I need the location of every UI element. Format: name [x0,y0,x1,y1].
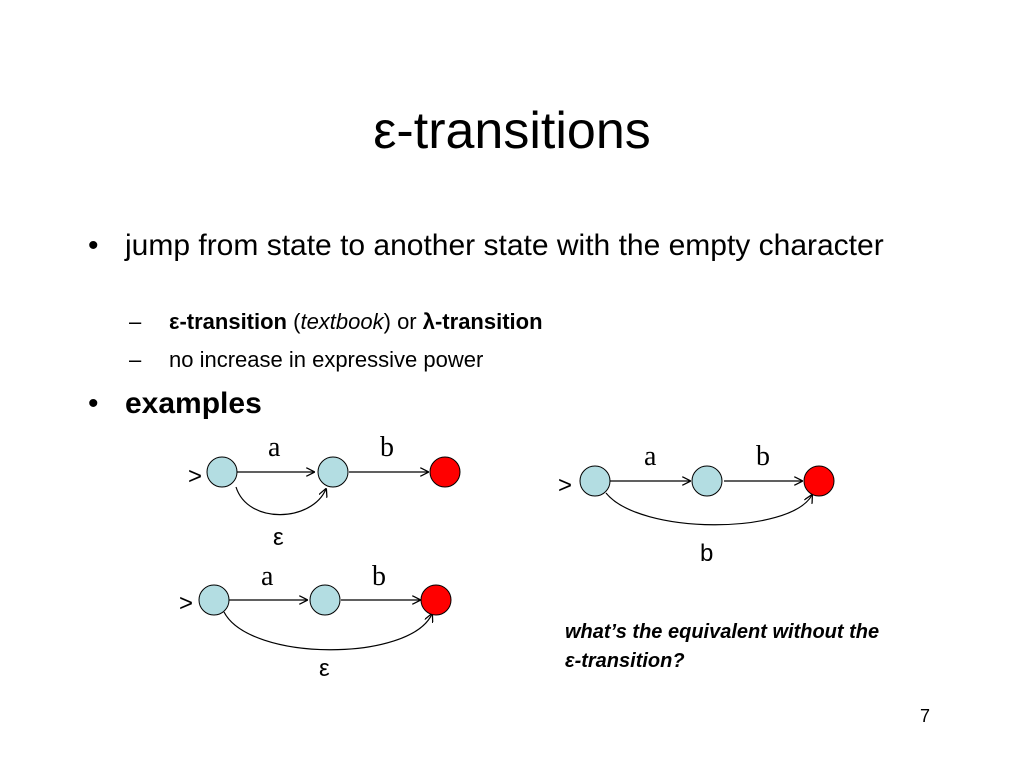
sub-bullet-text: ε-transition (textbook) or λ-transition [169,308,543,336]
transition-label-epsilon: ε [319,655,330,682]
sub-bullet-mark: – [129,347,142,372]
state-start [579,465,611,497]
automaton-2: > a b ε [179,561,452,682]
state-start [206,456,238,488]
transition-label-a: a [261,561,274,592]
bullet-mark: • [88,229,99,262]
state-final [429,456,461,488]
term-lambda-transition: λ-transition [422,309,543,334]
sub-bullet-text: no increase in expressive power [169,347,484,372]
transition-label-b: b [372,561,386,592]
bullet-text: examples [125,387,262,420]
slide-number: 7 [920,706,931,726]
transition-label-a: a [268,432,281,463]
state-final [803,465,835,497]
state-start [198,584,230,616]
question-text: what’s the equivalent without the ε-tran… [565,621,880,672]
state-middle [317,456,349,488]
automaton-1: > a b ε [188,432,461,551]
transition-label-epsilon: ε [273,524,284,551]
state-middle [309,584,341,616]
start-marker: > [188,463,202,490]
text-paren-open: ( [287,309,301,334]
b-transition-arc [605,492,812,526]
transition-label-b-arc: b [700,540,713,567]
state-middle [691,465,723,497]
bullet-mark: • [88,387,99,420]
sub-bullet-mark: – [129,309,142,334]
slide-title: ε-transitions [373,102,651,160]
epsilon-transition-arc [223,611,432,651]
state-final [420,584,452,616]
automaton-3: > a b b [558,441,835,567]
transition-label-a: a [644,441,657,472]
start-marker: > [179,590,193,617]
term-textbook: textbook [300,309,384,334]
transition-label-b: b [756,441,770,472]
epsilon-transition-arc [235,486,326,516]
term-epsilon-transition: ε-transition [169,309,287,334]
transition-label-b: b [380,432,394,463]
text-or: ) or [383,309,423,334]
start-marker: > [558,472,572,499]
bullet-text: jump from state to another state with th… [125,229,884,262]
